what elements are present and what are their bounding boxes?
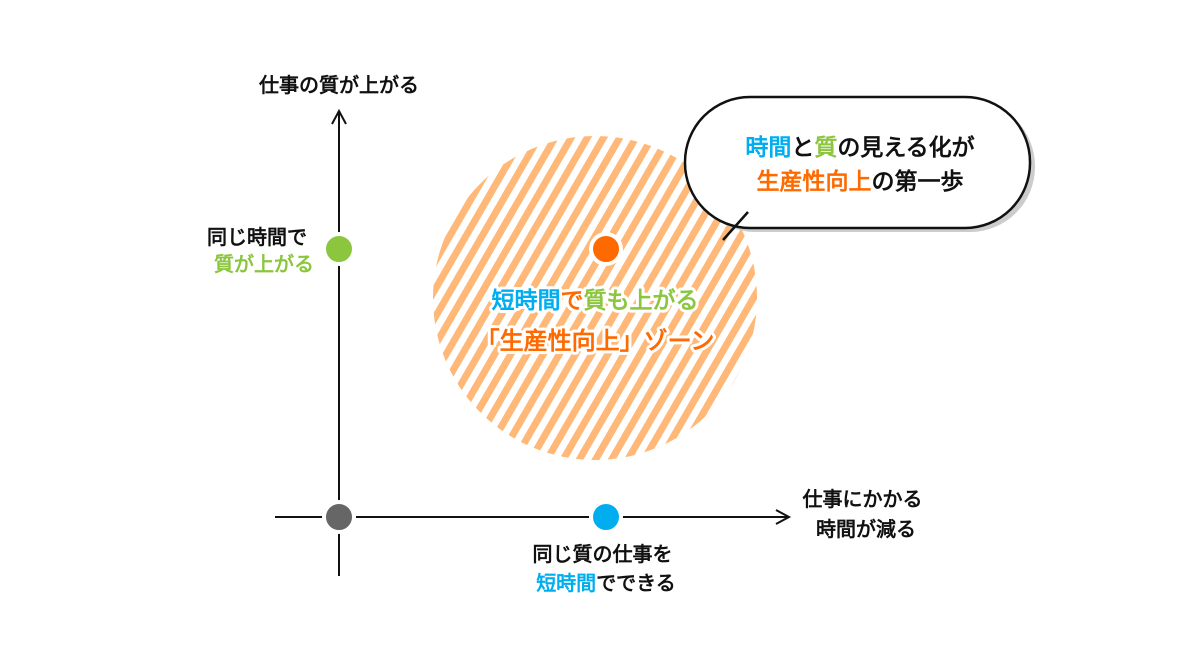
svg-text:短時間で質も上がる: 短時間で質も上がる [492, 287, 699, 314]
green-point-label: 同じ時間で 質が上がる [207, 225, 314, 276]
y-axis-arrow-icon [331, 108, 347, 125]
callout-bubble: 時間と質の見える化が 生産性向上の第一歩 [683, 95, 1035, 241]
callout-tail [722, 211, 749, 241]
blue-point [589, 500, 623, 534]
zone-label: 短時間で質も上がる 「生産性向上」ゾーン [473, 284, 718, 358]
x-axis-label: 仕事にかかる 時間が減る [802, 487, 930, 541]
blue-point-label: 同じ質の仕事を 短時間でできる [533, 542, 680, 595]
orange-point [589, 232, 623, 266]
green-point [322, 232, 356, 266]
svg-text:時間と質の見える化が: 時間と質の見える化が [745, 134, 974, 161]
svg-text:生産性向上の第一歩: 生産性向上の第一歩 [757, 168, 964, 195]
productivity-zone [433, 136, 757, 460]
origin-point [322, 500, 356, 534]
svg-text:「生産性向上」ゾーン: 「生産性向上」ゾーン [476, 327, 715, 355]
x-axis-arrow-icon [775, 509, 792, 525]
y-axis-label: 仕事の質が上がる [258, 73, 419, 97]
